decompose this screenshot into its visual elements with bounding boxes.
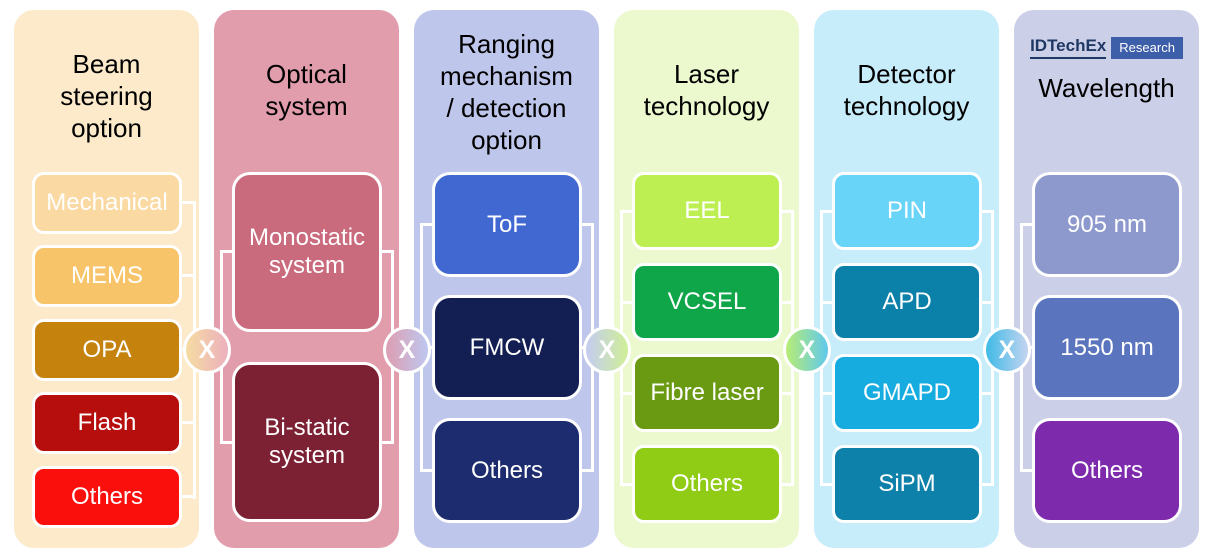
- column-title-ranging-mechanism: Ranging mechanism / detection option: [440, 29, 573, 155]
- option-monostatic-system: Monostatic system: [232, 172, 382, 332]
- option-tof: ToF: [432, 172, 582, 277]
- column-title-beam-steering: Beam steering option: [60, 49, 153, 143]
- option-label: OPA: [82, 336, 132, 364]
- multiply-circle-5: X: [983, 326, 1031, 374]
- multiply-x-icon: X: [198, 335, 216, 364]
- option-others-wavelength: Others: [1032, 418, 1182, 523]
- option-label: 1550 nm: [1060, 333, 1154, 361]
- option-label: Flash: [77, 409, 137, 437]
- option-others-ranging: Others: [432, 418, 582, 523]
- option-pin: PIN: [832, 172, 982, 250]
- multiply-circle-4: X: [783, 326, 831, 374]
- option-mechanical: Mechanical: [32, 172, 182, 234]
- option-label: FMCW: [469, 333, 545, 361]
- column-wavelength: IDTechEx Research Wavelength 905 nm 1550…: [1014, 10, 1199, 548]
- option-opa: OPA: [32, 319, 182, 381]
- column-optical-system: Optical system Monostatic system Bi-stat…: [214, 10, 399, 548]
- option-label: Others: [70, 483, 144, 511]
- option-label: SiPM: [878, 470, 936, 498]
- option-label: PIN: [886, 197, 927, 225]
- option-label: Others: [470, 456, 544, 484]
- idtechex-logo-brand: IDTechEx: [1030, 36, 1107, 59]
- option-gmapd: GMAPD: [832, 354, 982, 432]
- column-beam-steering: Beam steering option Mechanical MEMS OPA…: [14, 10, 199, 548]
- option-label: EEL: [684, 197, 730, 225]
- column-detector-technology: Detector technology PIN APD GMAPD SiPM: [814, 10, 999, 548]
- option-label: ToF: [486, 210, 527, 238]
- idtechex-logo: IDTechEx Research: [1014, 36, 1199, 59]
- option-sipm: SiPM: [832, 445, 982, 523]
- column-ranging-mechanism: Ranging mechanism / detection option ToF…: [414, 10, 599, 548]
- option-others-beam: Others: [32, 466, 182, 528]
- option-1550nm: 1550 nm: [1032, 295, 1182, 400]
- option-vcsel: VCSEL: [632, 263, 782, 341]
- option-label: Fibre laser: [650, 379, 764, 407]
- option-label: APD: [882, 288, 932, 316]
- option-label: Others: [1070, 456, 1144, 484]
- multiply-x-icon: X: [598, 335, 616, 364]
- column-title-optical-system: Optical system: [265, 59, 348, 121]
- option-fmcw: FMCW: [432, 295, 582, 400]
- option-905nm: 905 nm: [1032, 172, 1182, 277]
- option-flash: Flash: [32, 392, 182, 454]
- option-fibre-laser: Fibre laser: [632, 354, 782, 432]
- multiply-circle-3: X: [583, 326, 631, 374]
- column-title-laser-technology: Laser technology: [643, 59, 770, 121]
- option-eel: EEL: [632, 172, 782, 250]
- option-label: GMAPD: [862, 379, 951, 407]
- multiply-x-icon: X: [998, 335, 1016, 364]
- column-title-detector-technology: Detector technology: [843, 59, 970, 121]
- multiply-x-icon: X: [398, 335, 416, 364]
- multiply-circle-1: X: [183, 326, 231, 374]
- option-bistatic-system: Bi-static system: [232, 362, 382, 522]
- column-title-wavelength: Wavelength: [1038, 73, 1175, 103]
- option-others-laser: Others: [632, 445, 782, 523]
- option-label: Others: [670, 470, 744, 498]
- option-label: 905 nm: [1066, 210, 1148, 238]
- option-label: Monostatic system: [248, 224, 366, 279]
- option-apd: APD: [832, 263, 982, 341]
- option-label: MEMS: [71, 262, 143, 290]
- idtechex-logo-suffix: Research: [1111, 36, 1183, 59]
- option-label: VCSEL: [667, 288, 747, 316]
- column-laser-technology: Laser technology EEL VCSEL Fibre laser O…: [614, 10, 799, 548]
- option-label: Bi-static system: [264, 414, 350, 469]
- option-mems: MEMS: [32, 245, 182, 307]
- multiply-circle-2: X: [383, 326, 431, 374]
- option-label: Mechanical: [46, 189, 168, 217]
- multiply-x-icon: X: [798, 335, 816, 364]
